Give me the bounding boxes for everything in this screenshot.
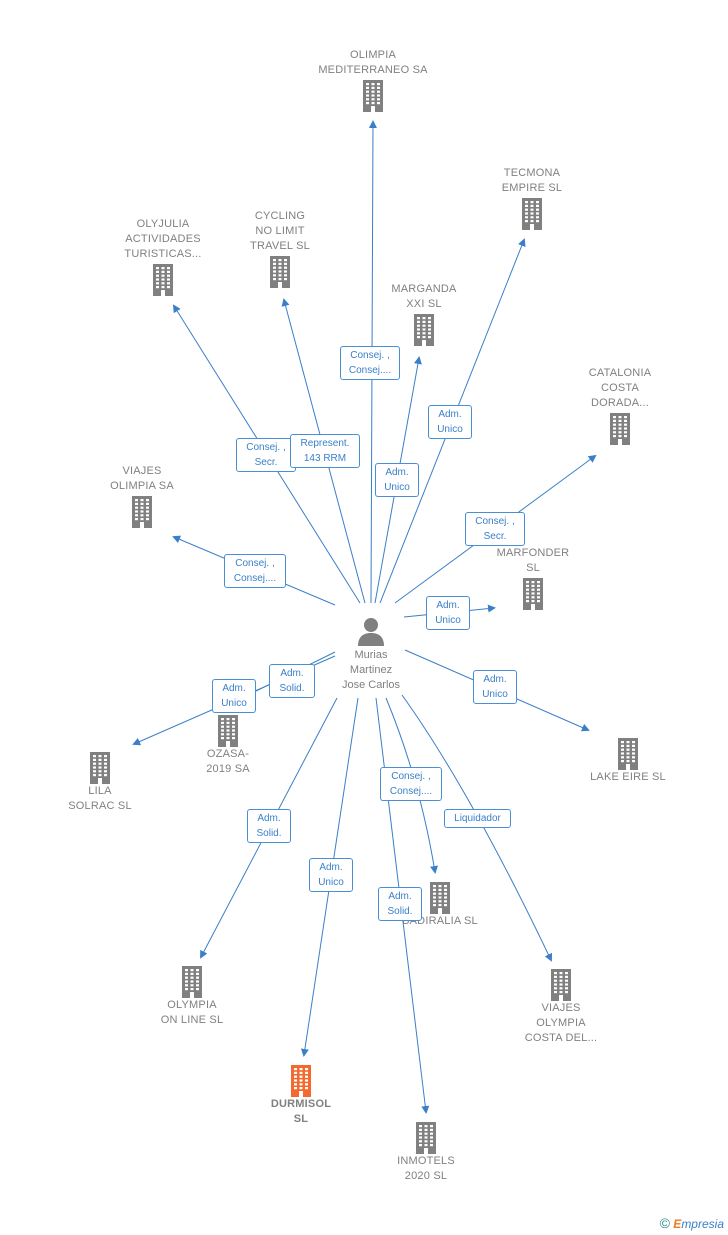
company-name: MARGANDA XXI SL	[391, 283, 457, 310]
company-name: CATALONIA COSTA DORADA...	[588, 367, 652, 409]
building-icon	[416, 1122, 436, 1154]
building-icon	[523, 578, 543, 610]
empresia-logo: © Empresia	[660, 1215, 724, 1231]
company-name: LAKE EIRE SL	[590, 771, 666, 783]
edge-label-tecmona[interactable]: Adm. Unico	[428, 405, 472, 439]
company-name: VIAJES OLYMPIA COSTA DEL...	[524, 1002, 598, 1044]
building-icon	[618, 738, 638, 770]
building-icon	[153, 264, 173, 296]
edge-label-viajes-olimpia[interactable]: Consej. , Consej....	[224, 554, 286, 588]
company-node-catalonia[interactable]: CATALONIA COSTA DORADA...	[560, 366, 680, 445]
edge-label-olympia-online[interactable]: Adm. Solid.	[247, 809, 291, 843]
person-node-center[interactable]: Murias Martinez Jose Carlos	[321, 616, 421, 693]
company-name: OLIMPIA MEDITERRANEO SA	[318, 49, 428, 76]
company-node-tecmona[interactable]: TECMONA EMPIRE SL	[472, 166, 592, 230]
building-icon	[610, 413, 630, 445]
company-node-olyjulia[interactable]: OLYJULIA ACTIVIDADES TURISTICAS...	[103, 217, 223, 296]
building-icon	[90, 752, 110, 784]
building-icon	[270, 256, 290, 288]
edge-label-badiralia[interactable]: Consej. , Consej....	[380, 767, 442, 801]
edge-label-lake[interactable]: Adm. Unico	[473, 670, 517, 704]
company-node-marganda[interactable]: MARGANDA XXI SL	[364, 282, 484, 346]
company-name: MARFONDER SL	[496, 547, 570, 574]
company-name: DURMISOL SL	[270, 1098, 332, 1125]
company-node-viajes-olimpia[interactable]: VIAJES OLIMPIA SA	[82, 464, 202, 528]
building-icon	[218, 715, 238, 747]
building-icon	[291, 1065, 311, 1097]
company-name: VIAJES OLIMPIA SA	[110, 465, 174, 492]
company-node-inmotels[interactable]: INMOTELS 2020 SL	[366, 1120, 486, 1184]
brand-name-rest: mpresia	[681, 1217, 724, 1231]
company-node-durmisol[interactable]: DURMISOL SL	[241, 1063, 361, 1127]
edge-label-liquidador[interactable]: Liquidador	[444, 809, 511, 828]
company-node-marfonder[interactable]: MARFONDER SL	[473, 546, 593, 610]
edge-label-inmotels[interactable]: Adm. Solid.	[378, 887, 422, 921]
company-node-ozasa[interactable]: OZASA- 2019 SA	[168, 713, 288, 777]
person-icon	[358, 618, 384, 646]
edge-label-durmisol[interactable]: Adm. Unico	[309, 858, 353, 892]
company-name: CYCLING NO LIMIT TRAVEL SL	[250, 210, 310, 252]
building-icon	[363, 80, 383, 112]
company-name: OZASA- 2019 SA	[206, 748, 250, 775]
edge-label-ozasa[interactable]: Adm. Solid.	[269, 664, 315, 698]
brand-initial: E	[673, 1217, 682, 1231]
edge-label-olyjulia[interactable]: Consej. , Secr.	[236, 438, 296, 472]
edge-label-lila[interactable]: Adm. Unico	[212, 679, 256, 713]
company-name: INMOTELS 2020 SL	[397, 1155, 455, 1182]
edge-label-marfonder[interactable]: Adm. Unico	[426, 596, 470, 630]
building-icon	[414, 314, 434, 346]
person-name: Murias Martinez Jose Carlos	[341, 649, 401, 691]
edge-viajes-olympia-costa	[401, 694, 553, 962]
building-icon	[132, 496, 152, 528]
building-icon	[182, 966, 202, 998]
company-name: TECMONA EMPIRE SL	[501, 167, 563, 194]
company-name: OLYMPIA ON LINE SL	[160, 999, 224, 1026]
company-node-viajes-olympia-costa[interactable]: VIAJES OLYMPIA COSTA DEL...	[501, 967, 621, 1046]
company-node-olympia-online[interactable]: OLYMPIA ON LINE SL	[132, 964, 252, 1028]
building-icon	[430, 882, 450, 914]
company-node-lake-eire[interactable]: LAKE EIRE SL	[568, 736, 688, 785]
edge-label-catalonia[interactable]: Consej. , Secr.	[465, 512, 525, 546]
company-node-olimpia[interactable]: OLIMPIA MEDITERRANEO SA	[302, 48, 444, 112]
company-node-lila[interactable]: LILA SOLRAC SL	[40, 750, 160, 814]
edge-label-cycling[interactable]: Represent. 143 RRM	[290, 434, 360, 468]
building-icon	[551, 969, 571, 1001]
company-name: LILA SOLRAC SL	[68, 785, 132, 812]
company-node-cycling[interactable]: CYCLING NO LIMIT TRAVEL SL	[220, 209, 340, 288]
company-name: OLYJULIA ACTIVIDADES TURISTICAS...	[124, 218, 202, 260]
building-icon	[522, 198, 542, 230]
edge-label-olimpia[interactable]: Consej. , Consej....	[340, 346, 400, 380]
copyright-symbol: ©	[659, 1215, 670, 1231]
edge-label-marganda[interactable]: Adm. Unico	[375, 463, 419, 497]
